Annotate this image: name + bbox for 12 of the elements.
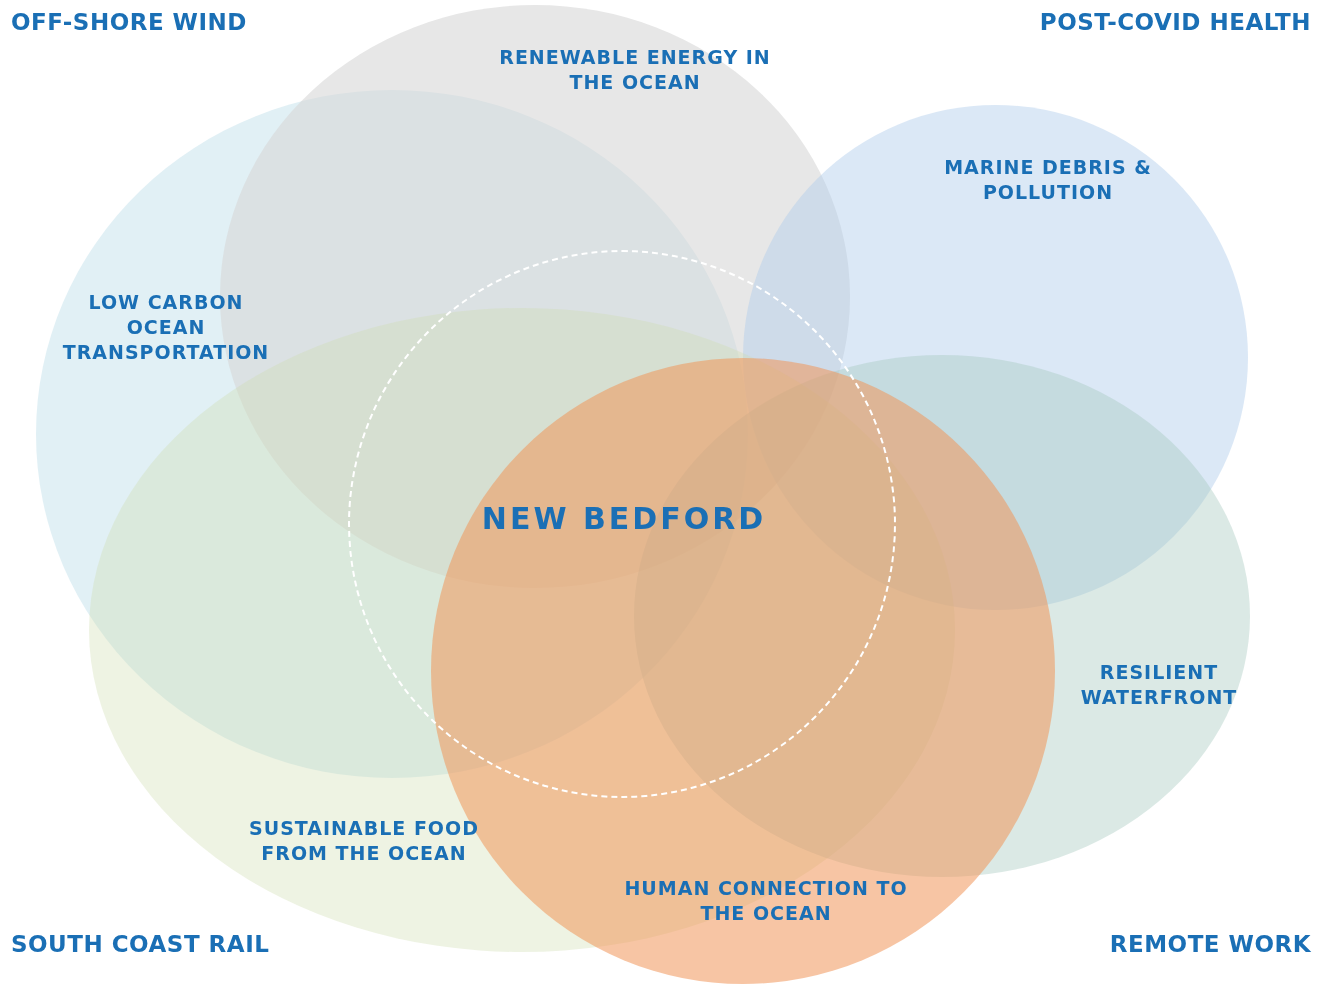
circle-label: HUMAN CONNECTION TO THE OCEAN — [623, 876, 909, 926]
circle-label: RESILIENT WATERFRONT — [1079, 660, 1239, 710]
dashed-circle — [348, 250, 896, 798]
circle-label: LOW CARBON OCEAN TRANSPORTATION — [61, 290, 271, 365]
circle-label: SUSTAINABLE FOOD FROM THE OCEAN — [248, 816, 480, 866]
circle-label: MARINE DEBRIS & POLLUTION — [943, 155, 1153, 205]
circle-label: RENEWABLE ENERGY IN THE OCEAN — [498, 45, 772, 95]
corner-label: OFF-SHORE WIND — [11, 9, 247, 35]
corner-label: SOUTH COAST RAIL — [11, 931, 270, 957]
center-title: NEW BEDFORD — [480, 506, 768, 531]
corner-label: POST-COVID HEALTH — [1039, 9, 1311, 35]
corner-label: REMOTE WORK — [1109, 931, 1311, 957]
